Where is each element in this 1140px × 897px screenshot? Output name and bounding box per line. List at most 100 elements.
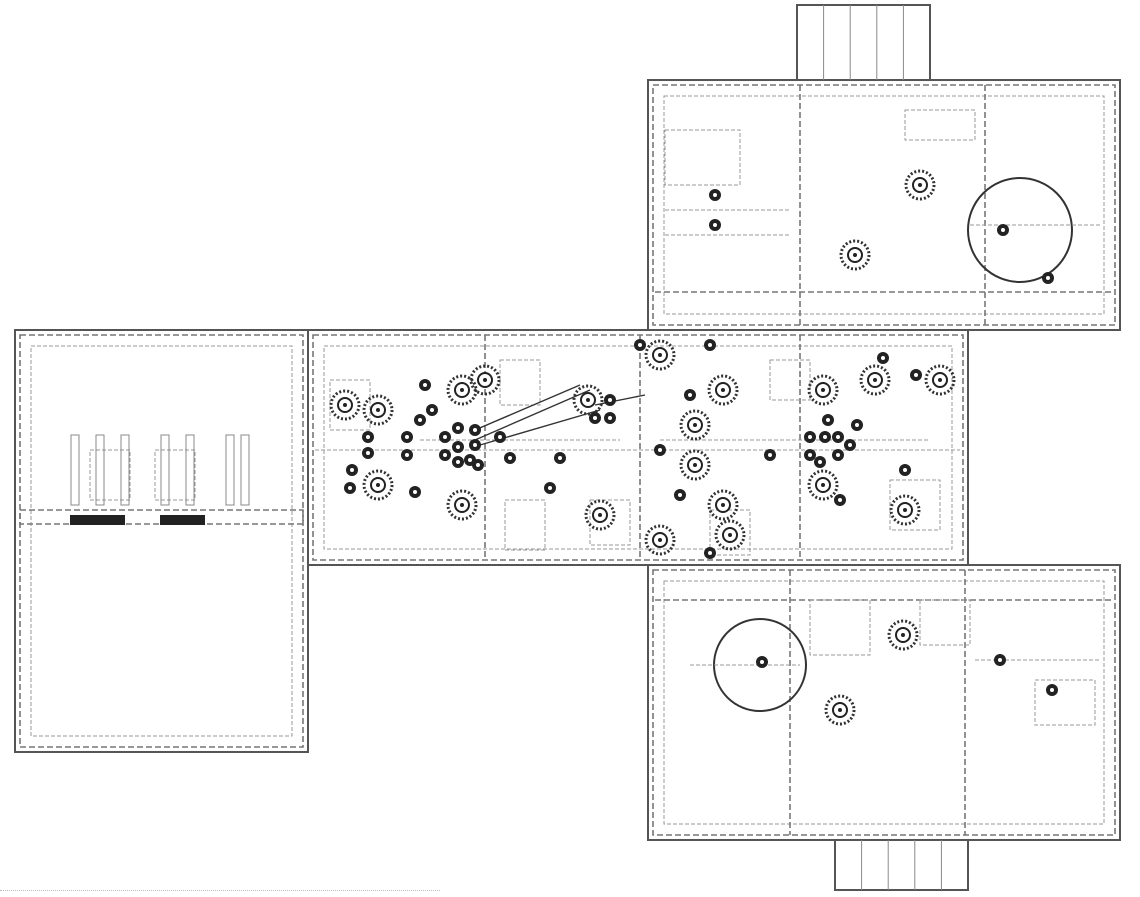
- idler-22: [544, 482, 556, 494]
- idler-11: [452, 422, 464, 434]
- roller-14: [924, 364, 956, 396]
- bracket-7: [329, 379, 371, 431]
- idler-center: [808, 453, 812, 457]
- idler-center: [708, 343, 712, 347]
- post-2: [120, 434, 130, 506]
- idler-7: [419, 379, 431, 391]
- idler-26: [654, 444, 666, 456]
- roller-gear: [859, 364, 891, 396]
- roller-axle: [873, 378, 877, 382]
- bracket-9: [504, 499, 546, 551]
- bracket-12: [889, 479, 941, 531]
- roller-axle: [901, 633, 905, 637]
- idler-15: [469, 439, 481, 451]
- bracket-3: [919, 599, 971, 646]
- idler-25: [634, 339, 646, 351]
- roller-3: [446, 489, 478, 521]
- idler-5: [401, 449, 413, 461]
- idler-3: [344, 482, 356, 494]
- roller-16: [904, 169, 936, 201]
- idler-52: [994, 654, 1006, 666]
- bottom-right-module-dashed: [652, 569, 1116, 836]
- post-1: [95, 434, 105, 506]
- idler-center: [548, 486, 552, 490]
- roller-1: [362, 469, 394, 501]
- idler-center: [903, 468, 907, 472]
- idler-24: [464, 454, 476, 466]
- idler-35: [844, 439, 856, 451]
- idler-41: [910, 369, 922, 381]
- idler-center: [855, 423, 859, 427]
- roller-6: [644, 524, 676, 556]
- roller-19: [329, 389, 361, 421]
- roller-20: [469, 364, 501, 396]
- roller-axle: [598, 513, 602, 517]
- idler-33: [819, 431, 831, 443]
- post-0: [70, 434, 80, 506]
- roller-5: [644, 339, 676, 371]
- roller-18: [824, 694, 856, 726]
- idler-center: [456, 426, 460, 430]
- idler-center: [608, 416, 612, 420]
- clamp-right: [160, 515, 205, 525]
- idler-center: [1046, 276, 1050, 280]
- roller-axle: [728, 533, 732, 537]
- idler-18: [504, 452, 516, 464]
- idler-center: [708, 551, 712, 555]
- idler-center: [838, 498, 842, 502]
- roller-23: [714, 519, 746, 551]
- post-6: [240, 434, 250, 506]
- belt-link-0: [474, 389, 591, 441]
- post-3: [160, 434, 170, 506]
- roller-7: [679, 409, 711, 441]
- bottom-right-module: [647, 564, 1121, 841]
- idler-44: [764, 449, 776, 461]
- center-module-inner: [323, 345, 953, 550]
- roller-11: [807, 374, 839, 406]
- roller-13: [859, 364, 891, 396]
- idler-center: [768, 453, 772, 457]
- roller-axle: [483, 378, 487, 382]
- idler-0: [362, 431, 374, 443]
- left-module-inner: [30, 345, 293, 737]
- center-module-dashed: [312, 334, 964, 561]
- idler-center: [443, 453, 447, 457]
- idler-center: [914, 373, 918, 377]
- bracket-10: [589, 499, 631, 546]
- belt-link-3: [594, 394, 646, 406]
- roller-gear: [644, 524, 676, 556]
- roller-axle: [721, 503, 725, 507]
- idler-51: [1046, 684, 1058, 696]
- roller-axle: [821, 388, 825, 392]
- idler-center: [366, 435, 370, 439]
- idler-center: [836, 435, 840, 439]
- roller-gear: [839, 239, 871, 271]
- idler-10: [439, 449, 451, 461]
- idler-19: [589, 412, 601, 424]
- roller-gear: [362, 394, 394, 426]
- idler-27: [674, 489, 686, 501]
- idler-43: [834, 494, 846, 506]
- roller-gear: [824, 694, 856, 726]
- roller-axle: [938, 378, 942, 382]
- idler-9: [439, 431, 451, 443]
- top-right-module-dashed: [652, 84, 1116, 326]
- bottom-conveyor-frame: [834, 839, 969, 891]
- roller-axle: [460, 503, 464, 507]
- roller-gear: [584, 499, 616, 531]
- roller-gear: [714, 519, 746, 551]
- roller-17: [887, 619, 919, 651]
- idler-center: [350, 468, 354, 472]
- idler-center: [558, 456, 562, 460]
- idler-17: [494, 431, 506, 443]
- idler-8: [426, 404, 438, 416]
- idler-center: [366, 451, 370, 455]
- idler-40: [877, 352, 889, 364]
- idler-center: [405, 453, 409, 457]
- bracket-5: [89, 449, 131, 501]
- idler-34: [832, 431, 844, 443]
- idler-center: [678, 493, 682, 497]
- idler-4: [401, 431, 413, 443]
- roller-21: [584, 499, 616, 531]
